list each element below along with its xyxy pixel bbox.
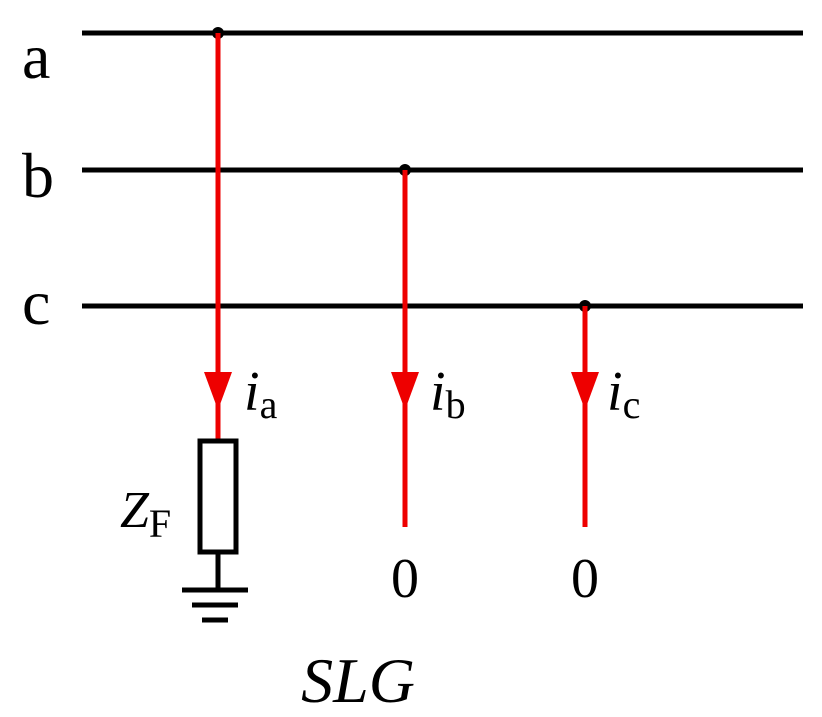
- phase-label-c: c: [22, 267, 50, 338]
- resistor-icon: [197, 438, 239, 555]
- phase-label-a: a: [22, 21, 50, 92]
- current-label-a: ia: [244, 361, 278, 427]
- open-value-c: 0: [571, 548, 599, 610]
- arrow-down-icon: [204, 372, 232, 410]
- current-label-b: ib: [430, 361, 466, 427]
- diagram-caption: SLG: [301, 645, 415, 716]
- impedance-label: ZF: [120, 482, 171, 546]
- arrow-down-icon: [391, 372, 419, 410]
- ground-icon: [182, 552, 248, 623]
- open-value-b: 0: [391, 548, 419, 610]
- phase-label-b: b: [22, 140, 54, 211]
- arrow-down-icon: [571, 372, 599, 410]
- current-label-c: ic: [607, 361, 640, 427]
